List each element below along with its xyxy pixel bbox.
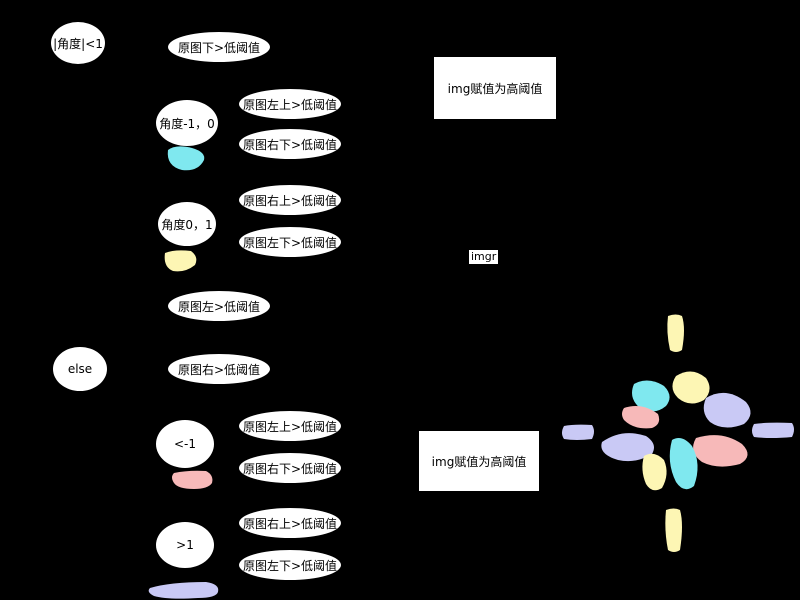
condition-angle-0-1: 角度0，1: [157, 201, 217, 247]
lavender-blob-center-right: [703, 392, 751, 428]
comparison-left: 原图左>低阈值: [167, 290, 271, 322]
yellow-bar-bottom: [665, 508, 682, 552]
yellow-blob-small: [164, 250, 197, 272]
img-label: imgr: [469, 250, 499, 264]
yellow-blob-center-top: [672, 371, 710, 404]
condition-lt-neg1: <-1: [155, 419, 215, 469]
condition-else: else: [52, 346, 108, 392]
comparison-top-left: 原图左上>低阈值: [238, 88, 342, 120]
condition-angle-neg1-0: 角度-1，0: [155, 99, 219, 147]
lavender-bar-right: [752, 422, 794, 438]
comparison-bottom-left-2: 原图左下>低阈值: [238, 549, 342, 581]
condition-gt-1: >1: [155, 521, 215, 569]
cyan-blob-center-left: [632, 380, 670, 412]
condition-angle-abs-lt-1: |角度|<1: [50, 21, 106, 65]
cyan-blob-small: [167, 146, 205, 171]
comparison-top-right-2: 原图右上>低阈值: [238, 507, 342, 539]
comparison-bottom-right-2: 原图右下>低阈值: [238, 452, 342, 484]
action-box-bottom: img赋值为高阈值: [418, 430, 540, 492]
comparison-right: 原图右>低阈值: [167, 353, 271, 385]
yellow-blob-center-low: [642, 453, 667, 491]
comparison-bottom: 原图下>低阈值: [167, 31, 271, 63]
comparison-bottom-left: 原图左下>低阈值: [238, 226, 342, 258]
lavender-blob-center-left: [601, 433, 654, 462]
cyan-blob-center-low: [669, 438, 698, 490]
comparison-bottom-right: 原图右下>低阈值: [238, 128, 342, 160]
lavender-blob-small: [148, 582, 219, 599]
pink-blob-center-left: [622, 406, 660, 429]
action-box-top: img赋值为高阈值: [433, 56, 557, 120]
lavender-bar-left: [562, 424, 594, 440]
pink-blob-small: [172, 470, 213, 489]
yellow-bar-top: [667, 314, 684, 352]
pink-blob-center-right: [693, 435, 748, 467]
comparison-top-left-2: 原图左上>低阈值: [238, 410, 342, 442]
comparison-top-right: 原图右上>低阈值: [238, 184, 342, 216]
